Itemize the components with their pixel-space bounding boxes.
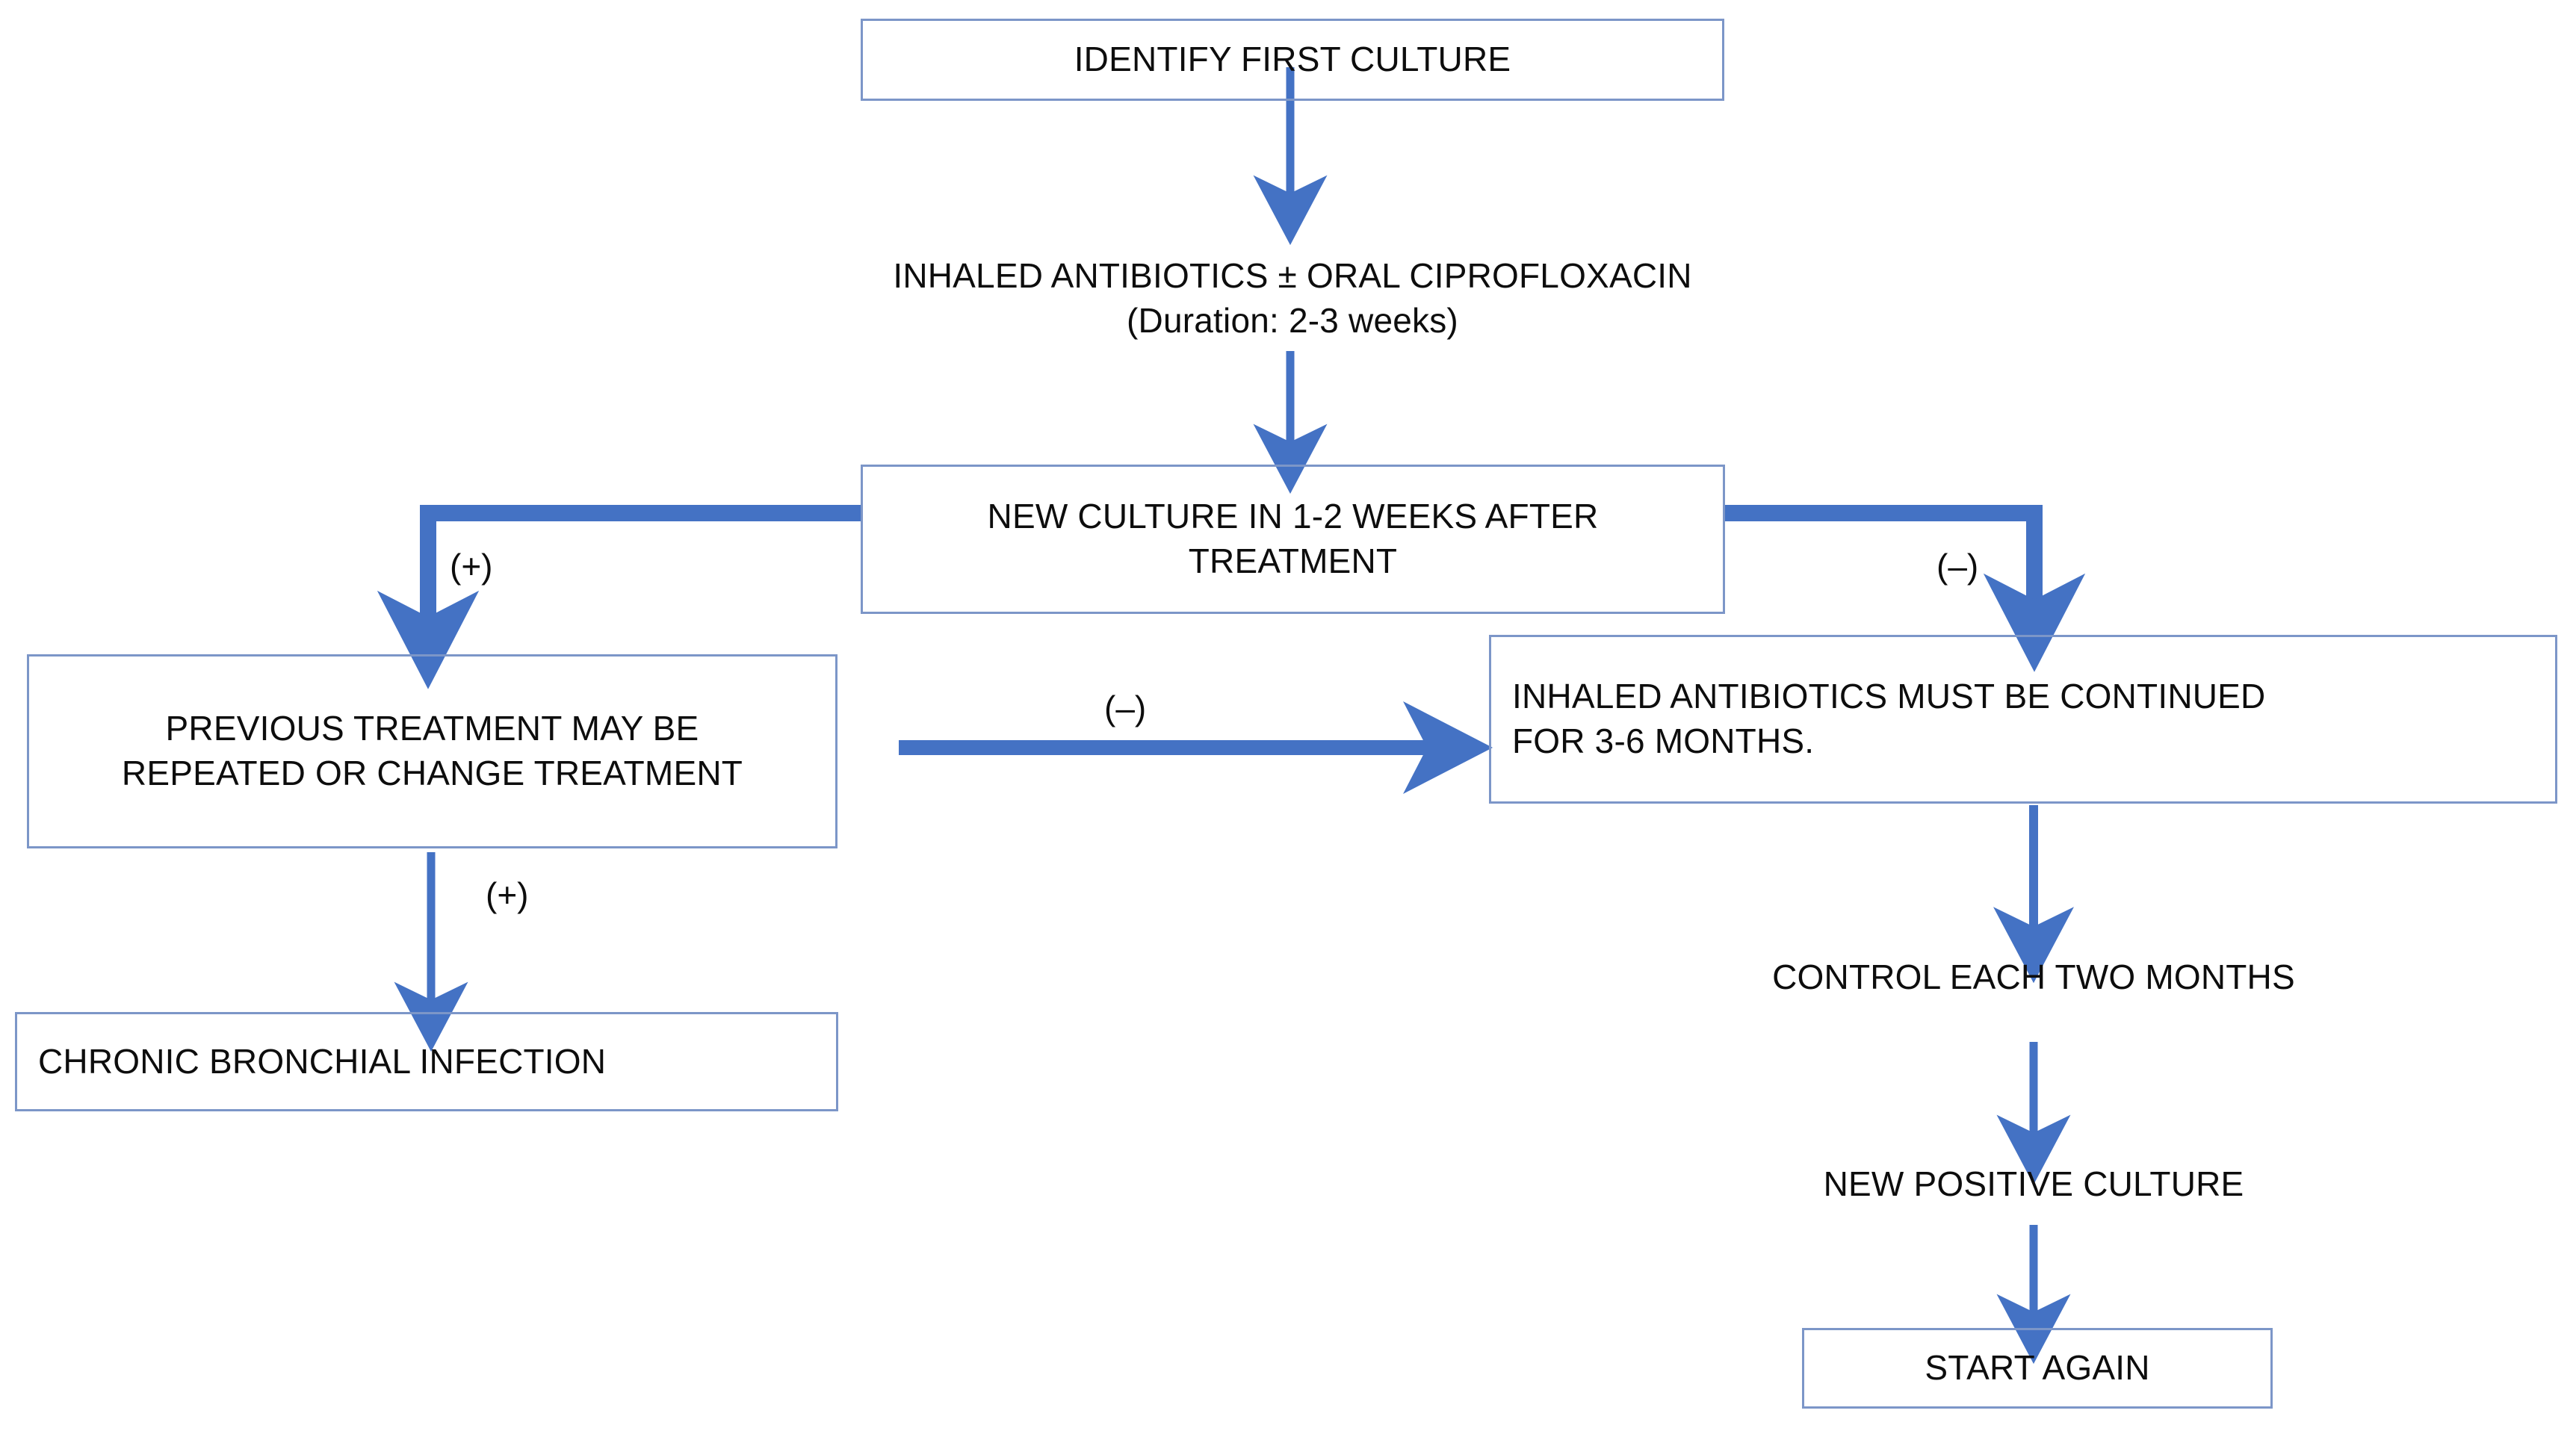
node-chronic-bronchial-infection[interactable]: CHRONIC BRONCHIAL INFECTION xyxy=(15,1012,838,1111)
node-inhaled-antibiotics-continued[interactable]: INHALED ANTIBIOTICS MUST BE CONTINUED FO… xyxy=(1489,635,2557,804)
node-label: START AGAIN xyxy=(1925,1348,2150,1388)
node-label: INHALED ANTIBIOTICS ± ORAL CIPROFLOXACIN… xyxy=(893,256,1692,340)
node-inhaled-antibiotics-ciprofloxacin[interactable]: INHALED ANTIBIOTICS ± ORAL CIPROFLOXACIN… xyxy=(755,243,1830,355)
node-identify-first-culture[interactable]: IDENTIFY FIRST CULTURE xyxy=(861,19,1724,101)
node-label: NEW CULTURE IN 1-2 WEEKS AFTER TREATMENT xyxy=(987,497,1599,580)
node-label: CHRONIC BRONCHIAL INFECTION xyxy=(38,1041,607,1081)
connector-newculture-negative-right xyxy=(1723,505,2086,672)
edge-label-positive-branch: (+) xyxy=(450,547,493,586)
node-label: IDENTIFY FIRST CULTURE xyxy=(1074,40,1511,79)
edge-label-positive-chronic: (+) xyxy=(486,875,529,914)
edge-label-negative-branch: (–) xyxy=(1936,547,1979,586)
node-label: PREVIOUS TREATMENT MAY BE REPEATED OR CH… xyxy=(121,709,743,792)
node-label: CONTROL EACH TWO MONTHS xyxy=(1772,957,2295,997)
edge-label-negative-crossover: (–) xyxy=(1104,689,1147,727)
node-label: INHALED ANTIBIOTICS MUST BE CONTINUED FO… xyxy=(1512,677,2266,760)
node-control-each-two-months[interactable]: CONTROL EACH TWO MONTHS xyxy=(1660,955,2407,1001)
node-new-positive-culture-real[interactable]: NEW POSITIVE CULTURE xyxy=(1660,1161,2407,1208)
connector-newculture-positive-left xyxy=(377,505,863,689)
node-start-again[interactable]: START AGAIN xyxy=(1802,1328,2273,1409)
node-label: NEW POSITIVE CULTURE xyxy=(1823,1164,2244,1204)
node-new-culture-after-treatment[interactable]: NEW CULTURE IN 1-2 WEEKS AFTER TREATMENT xyxy=(861,465,1725,614)
node-previous-treatment-repeated[interactable]: PREVIOUS TREATMENT MAY BE REPEATED OR CH… xyxy=(27,654,837,848)
